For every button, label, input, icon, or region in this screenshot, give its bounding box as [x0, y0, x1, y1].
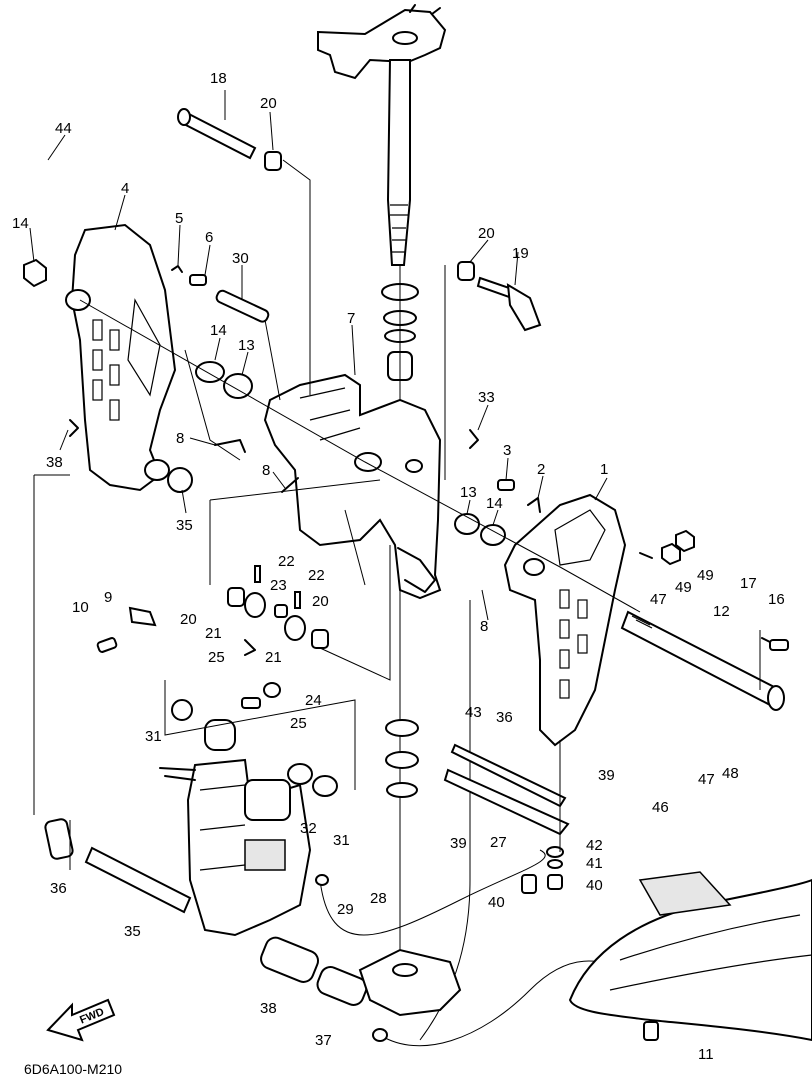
- callout-9: 9: [104, 589, 112, 606]
- callout-10: 10: [72, 599, 89, 616]
- callout-20d: 20: [180, 611, 197, 628]
- callout-12: 12: [713, 603, 730, 620]
- callout-20b: 20: [478, 225, 495, 242]
- lower-mount-plate: [358, 719, 462, 1017]
- callout-21b: 21: [265, 649, 282, 666]
- callout-36a: 36: [50, 880, 67, 897]
- callout-19: 19: [512, 245, 529, 262]
- reference-lines: [33, 159, 761, 870]
- callout-45: 44: [55, 120, 72, 137]
- callout-44: 42: [586, 837, 603, 854]
- callout-6: 6: [205, 229, 213, 246]
- tilt-pin-18: [177, 108, 257, 160]
- callout-31b: 31: [333, 832, 350, 849]
- callout-49a: 49: [675, 579, 692, 596]
- clamp-bracket-left: [65, 223, 177, 492]
- callout-7: 7: [347, 310, 355, 327]
- callout-16: 16: [768, 591, 785, 608]
- callout-24: 24: [305, 692, 322, 709]
- callout-17: 17: [740, 575, 757, 592]
- callout-26: 25: [208, 649, 225, 666]
- callout-14b: 14: [486, 495, 503, 512]
- power-trim-tilt-unit: [159, 699, 338, 937]
- callout-8a: 8: [176, 430, 184, 447]
- callout-2: 2: [537, 461, 545, 478]
- diagram-code: 6D6A100-M210: [24, 1061, 122, 1077]
- bushing-20s: [227, 151, 475, 649]
- small-links: [96, 565, 306, 709]
- callout-31a: 31: [145, 728, 162, 745]
- callout-48: 48: [722, 765, 739, 782]
- swivel-bracket: [263, 373, 442, 600]
- callout-21a: 21: [205, 625, 222, 642]
- callout-22b: 22: [308, 567, 325, 584]
- callout-3: 3: [503, 442, 511, 459]
- callout-15: 14: [12, 215, 29, 232]
- callout-30: 30: [232, 250, 249, 267]
- callout-39: 39: [450, 835, 467, 852]
- callout-42: 40: [586, 877, 603, 894]
- callout-36b: 37: [315, 1032, 332, 1049]
- callout-20c: 20: [312, 593, 329, 610]
- callout-1: 1: [600, 461, 608, 478]
- callout-41: 43: [465, 704, 482, 721]
- callout-38b: 39: [598, 767, 615, 784]
- steering-arm: [317, 4, 447, 80]
- callout-25: 25: [290, 715, 307, 732]
- callout-32: 32: [300, 820, 317, 837]
- spacers: [44, 818, 368, 1006]
- callout-35b: 36: [496, 709, 513, 726]
- steering-shaft: [386, 59, 411, 266]
- callout-33: 33: [478, 389, 495, 406]
- clamp-bracket-right: [503, 493, 627, 747]
- tilt-pin-19: [476, 276, 542, 332]
- callout-49b: 49: [697, 567, 714, 584]
- tilt-tube: [620, 610, 785, 711]
- callout-29: 29: [337, 901, 354, 918]
- callout-43: 41: [586, 855, 603, 872]
- callout-23: 23: [270, 577, 287, 594]
- callout-5: 5: [175, 210, 183, 227]
- callout-46: 46: [652, 799, 669, 816]
- callout-27: 27: [490, 834, 507, 851]
- callout-28: 28: [370, 890, 387, 907]
- callout-38a: 38: [46, 454, 63, 471]
- fasteners: [23, 258, 789, 651]
- callout-40: 40: [488, 894, 505, 911]
- callout-labels: 18 20 44 4 5 6 14 30 14 13 7 20 19 33 8 …: [12, 70, 785, 1063]
- forward-arrow: FWD: [46, 998, 116, 1042]
- callout-4: 4: [121, 180, 129, 197]
- callout-37: 38: [260, 1000, 277, 1017]
- callout-14a: 14: [210, 322, 227, 339]
- callout-34: 35: [124, 923, 141, 940]
- callout-35a: 35: [176, 517, 193, 534]
- lower-unit-housing: [568, 871, 812, 1042]
- callout-8c: 8: [480, 618, 488, 635]
- callout-11: 11: [698, 1046, 714, 1063]
- anode-plates: [443, 743, 570, 894]
- callout-20a: 20: [260, 95, 277, 112]
- callout-leaders: [29, 90, 608, 621]
- callout-13b: 13: [460, 484, 477, 501]
- callout-8b: 8: [262, 462, 270, 479]
- callout-47b: 47: [698, 771, 715, 788]
- callout-13a: 13: [238, 337, 255, 354]
- callout-22a: 22: [278, 553, 295, 570]
- callout-18: 18: [210, 70, 227, 87]
- callout-47a: 47: [650, 591, 667, 608]
